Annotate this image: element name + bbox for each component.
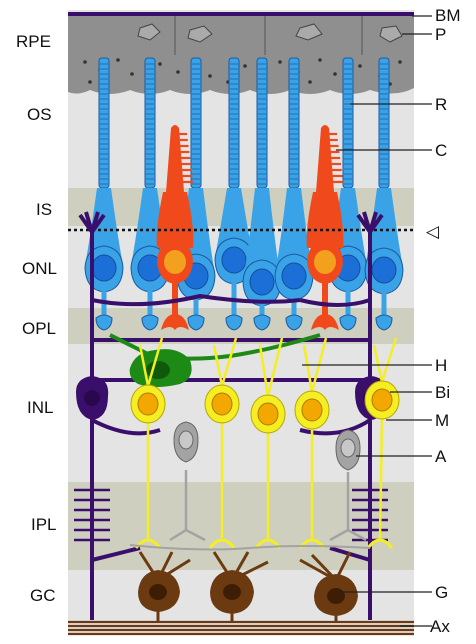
rpe-layer [68,16,414,94]
label-h: H [435,356,447,375]
layer-label-inl: INL [27,398,53,417]
label-p: P [435,25,446,44]
label-g: G [435,583,448,602]
label-olm-arrow: ◁ [426,222,440,241]
layer-label-ipl: IPL [31,515,57,534]
layer-label-onl: ONL [22,259,57,278]
label-bm: BM [435,6,461,25]
layer-labels: RPE OS IS ONL OPL INL IPL GC [16,32,57,605]
label-ax: Ax [430,617,450,636]
label-c: C [435,141,447,160]
layer-label-gc: GC [30,586,56,605]
label-bi: Bi [435,383,450,402]
label-r: R [435,95,447,114]
cell-labels: BM P R C ◁ H Bi M A G Ax [426,6,461,636]
layer-label-is: IS [36,200,52,219]
label-a: A [435,447,447,466]
layer-label-os: OS [27,105,52,124]
label-m: M [435,411,449,430]
layer-label-rpe: RPE [16,32,51,51]
layer-label-opl: OPL [22,319,56,338]
